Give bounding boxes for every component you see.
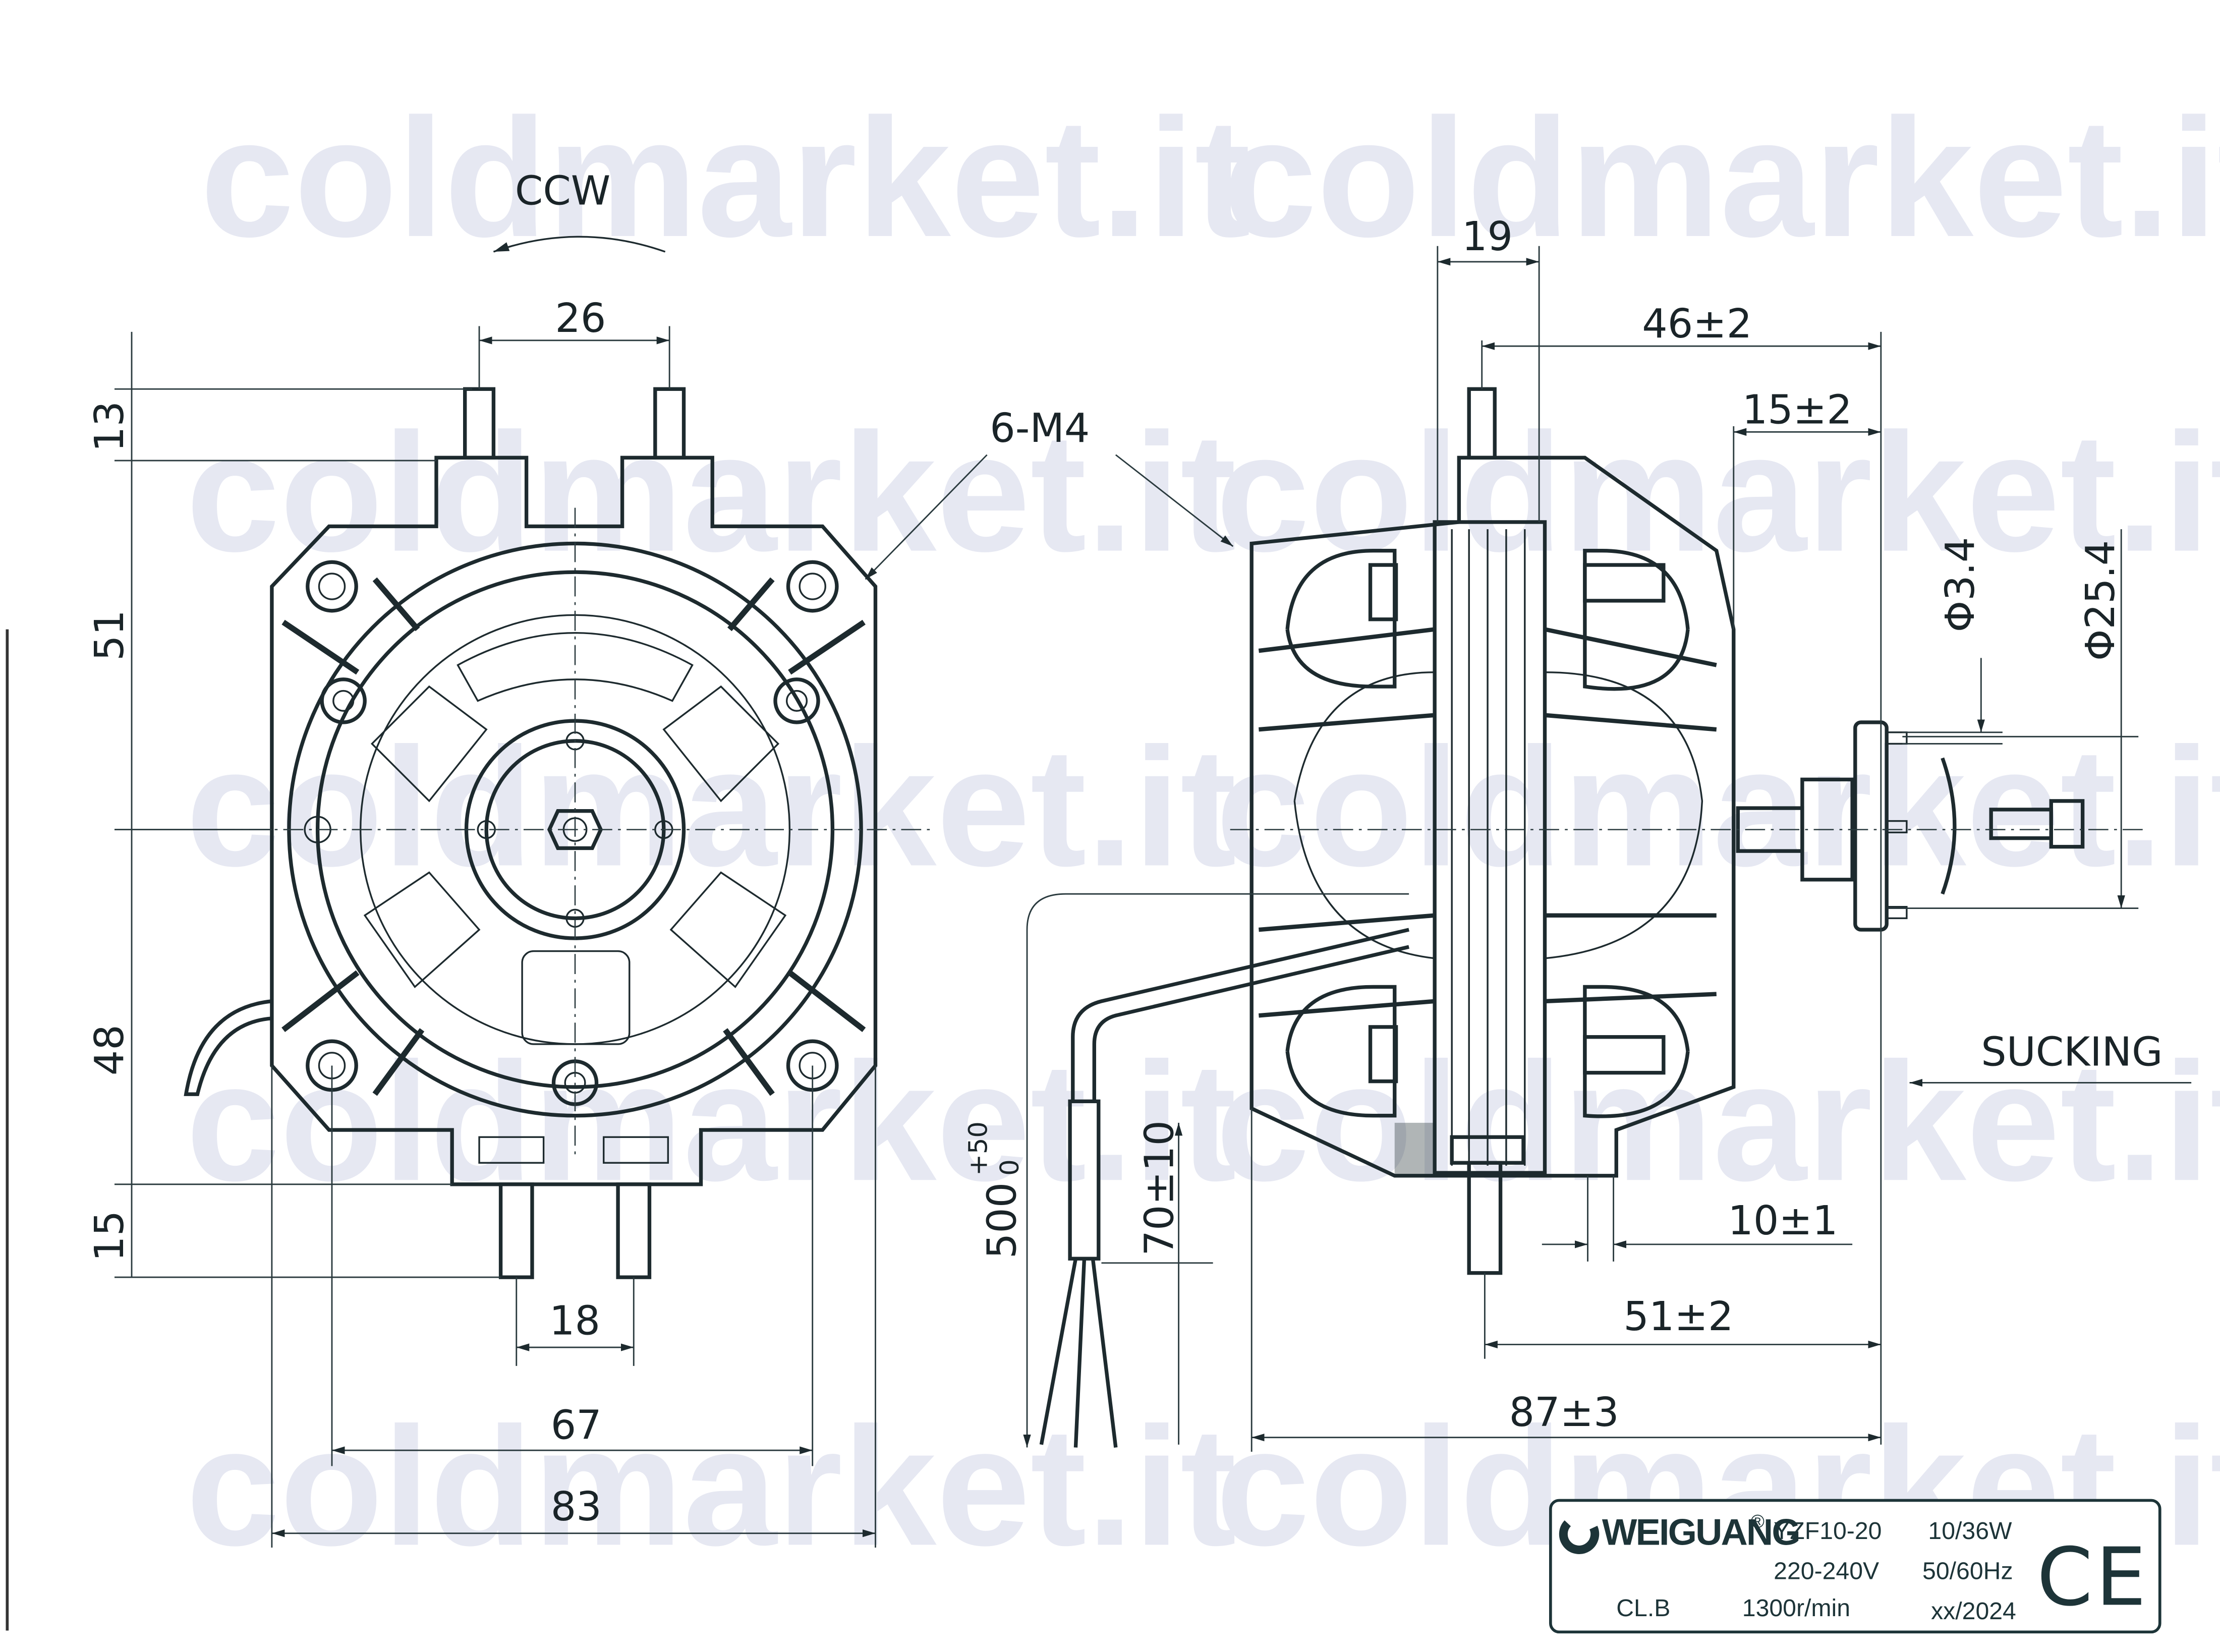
frequency: 50/60Hz — [1922, 1557, 2013, 1584]
dim-cable-tol-upper: +50 — [964, 1121, 994, 1176]
dim-shaft-spacing: 26 — [555, 295, 606, 341]
dim-hole-spacing: 67 — [551, 1402, 602, 1449]
insulation-class: CL.B — [1616, 1594, 1670, 1622]
watermark: coldmarket.it — [186, 1392, 1236, 1580]
watermark: coldmarket.it — [200, 83, 1250, 272]
watermark-layer: coldmarket.it coldmarket.it coldmarket.i… — [186, 83, 2220, 1580]
side-view: 19 46±2 15±2 Φ3.4 Φ25.4 SUCKING 500 +50 … — [964, 213, 2192, 1452]
front-view: CCW 26 13 51 48 15 18 67 83 6-M4 — [86, 167, 1234, 1548]
dim-cable-tol-lower: 0 — [995, 1159, 1025, 1175]
speed: 1300r/min — [1742, 1594, 1850, 1622]
rotation-label: CCW — [515, 167, 610, 214]
dim-top: 19 — [1462, 213, 1513, 260]
nameplate: WEIGUANG ® YZF10-20 10/36W 220-240V 50/6… — [1549, 1499, 2161, 1634]
brand-name: WEIGUANG — [1602, 1511, 1799, 1553]
voltage: 220-240V — [1774, 1557, 1879, 1584]
dim-lower-height: 48 — [86, 1024, 133, 1075]
dim-pin-diameter: Φ3.4 — [1937, 537, 1983, 633]
registered-mark: ® — [1751, 1511, 1764, 1531]
dim-pin-offset: 10±1 — [1728, 1197, 1838, 1244]
watermark: coldmarket.it — [1216, 712, 2220, 901]
dim-depth: 46±2 — [1642, 300, 1752, 347]
dim-overall-width: 83 — [551, 1483, 602, 1530]
dim-upper-height: 51 — [86, 610, 133, 661]
watermark: coldmarket.it — [1216, 1027, 2220, 1216]
dim-strip-length: 70±10 — [1135, 1120, 1182, 1256]
dim-pin-spacing: 18 — [549, 1297, 600, 1344]
date: xx/2024 — [1931, 1598, 2016, 1625]
power: 10/36W — [1928, 1517, 2012, 1545]
watermark: coldmarket.it — [186, 712, 1236, 901]
dim-cable-length: 500 — [978, 1182, 1025, 1259]
ce-mark: CE — [2037, 1531, 2149, 1624]
dim-pin-length: 15 — [86, 1211, 133, 1262]
dim-flange-diameter: Φ25.4 — [2077, 540, 2124, 661]
brand-logo-icon — [1559, 1520, 1600, 1554]
dim-hub: 15±2 — [1742, 386, 1852, 433]
watermark: coldmarket.it — [1223, 83, 2220, 272]
holes-callout: 6-M4 — [990, 405, 1090, 451]
watermark: coldmarket.it — [186, 1027, 1236, 1216]
airflow-label: SUCKING — [1981, 1028, 2162, 1075]
dim-mid: 51±2 — [1623, 1293, 1733, 1340]
dim-overall: 87±3 — [1509, 1389, 1619, 1436]
model: YZF10-20 — [1774, 1517, 1882, 1545]
stator-stack — [1433, 520, 1547, 1175]
dim-shaft-length: 13 — [86, 401, 133, 452]
